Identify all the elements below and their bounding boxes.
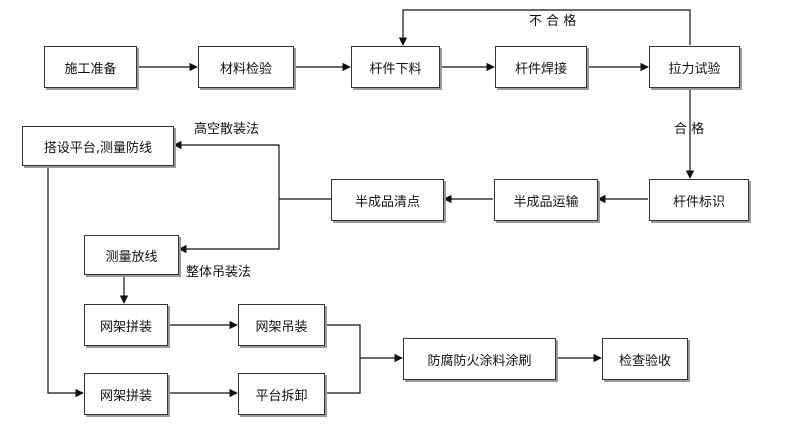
label-fail: 不 合 格: [529, 14, 577, 29]
node-platform: 搭设平台,测量防线: [22, 126, 174, 166]
node-coating: 防腐防火涂料涂刷: [403, 338, 556, 380]
node-transport: 半成品运输: [494, 179, 598, 221]
node-tensile: 拉力试验: [649, 46, 740, 88]
arrow-platform-assemble2: [47, 166, 84, 398]
label-whole-method: 整体吊装法: [186, 265, 252, 280]
arrow-to-platform: [173, 140, 280, 199]
node-material: 材料检验: [198, 46, 294, 88]
arrow-fail-loop: [398, 9, 691, 46]
label-high-method: 高空散装法: [194, 122, 260, 137]
merge-lift: [325, 324, 361, 394]
node-acceptance: 检查验收: [602, 338, 688, 380]
label-pass: 合 格: [674, 122, 705, 137]
node-count: 半成品清点: [331, 179, 444, 221]
arrow-to-survey: [178, 199, 280, 254]
node-survey: 测量放线: [84, 235, 179, 275]
node-prep: 施工准备: [44, 46, 137, 88]
node-weld: 杆件焊接: [495, 46, 587, 88]
node-cut: 杆件下料: [351, 46, 440, 88]
node-dismantle: 平台拆卸: [238, 373, 325, 415]
node-mark: 杆件标识: [649, 179, 749, 221]
node-assemble2: 网架拼装: [84, 373, 168, 415]
node-assemble1: 网架拼装: [84, 304, 168, 346]
node-lift: 网架吊装: [238, 304, 325, 346]
